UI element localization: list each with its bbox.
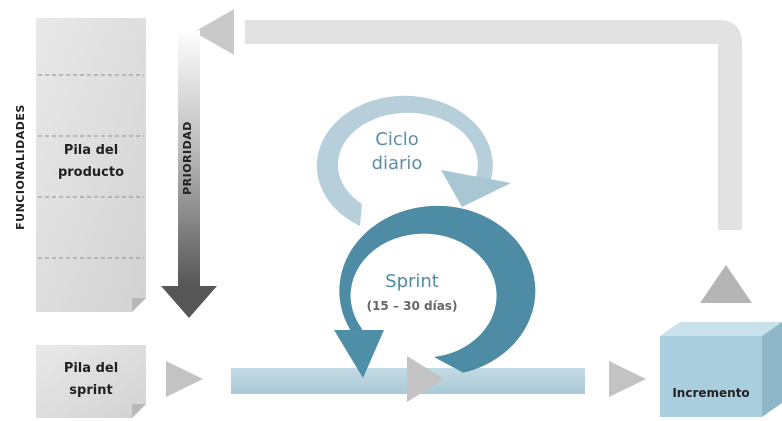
sprint-backlog-title-line2: sprint bbox=[69, 383, 113, 398]
sprint-duration-label: (15 – 30 días) bbox=[366, 299, 458, 313]
increment-input-arrow bbox=[609, 361, 646, 397]
priority-arrow-shaft bbox=[178, 30, 200, 288]
increment-box-side bbox=[762, 322, 782, 417]
increment-label: Incremento bbox=[672, 386, 750, 400]
priority-arrow-head bbox=[161, 286, 217, 318]
funcionalidades-label: FUNCIONALIDADES bbox=[14, 104, 27, 230]
sprint-backlog-fold bbox=[132, 404, 146, 418]
daily-cycle-title-line1: Ciclo bbox=[375, 129, 419, 150]
increment-up-arrow bbox=[700, 265, 752, 303]
sprint-input-arrow bbox=[166, 361, 203, 397]
sprint-cycle-arrowhead bbox=[334, 330, 384, 378]
product-backlog-title: Pila del producto bbox=[36, 140, 146, 184]
sprint-backlog-title: Pila del sprint bbox=[36, 358, 146, 402]
product-backlog-fold bbox=[132, 298, 146, 312]
sprint-backlog-title-line1: Pila del bbox=[63, 361, 119, 376]
increment-box-top bbox=[660, 322, 782, 336]
return-arrow-path bbox=[245, 20, 742, 230]
product-backlog-paper bbox=[36, 18, 146, 312]
increment-box-front bbox=[660, 336, 762, 417]
sprint-cycle-title: Sprint bbox=[385, 271, 439, 292]
product-backlog-title-line2: producto bbox=[57, 165, 125, 180]
prioridad-label: PRIORIDAD bbox=[181, 121, 194, 195]
daily-cycle-arrowhead bbox=[441, 170, 511, 207]
sprint-cycle-ring bbox=[339, 205, 536, 373]
daily-cycle-title-line2: diario bbox=[371, 153, 423, 174]
product-backlog-title-line1: Pila del bbox=[63, 143, 119, 158]
daily-cycle-title: Ciclo diario bbox=[352, 128, 442, 176]
return-arrow-head bbox=[194, 9, 234, 55]
product-backlog-dividers bbox=[38, 74, 144, 259]
sprint-backlog-paper bbox=[36, 345, 146, 418]
sprint-bar-arrow bbox=[407, 356, 444, 402]
